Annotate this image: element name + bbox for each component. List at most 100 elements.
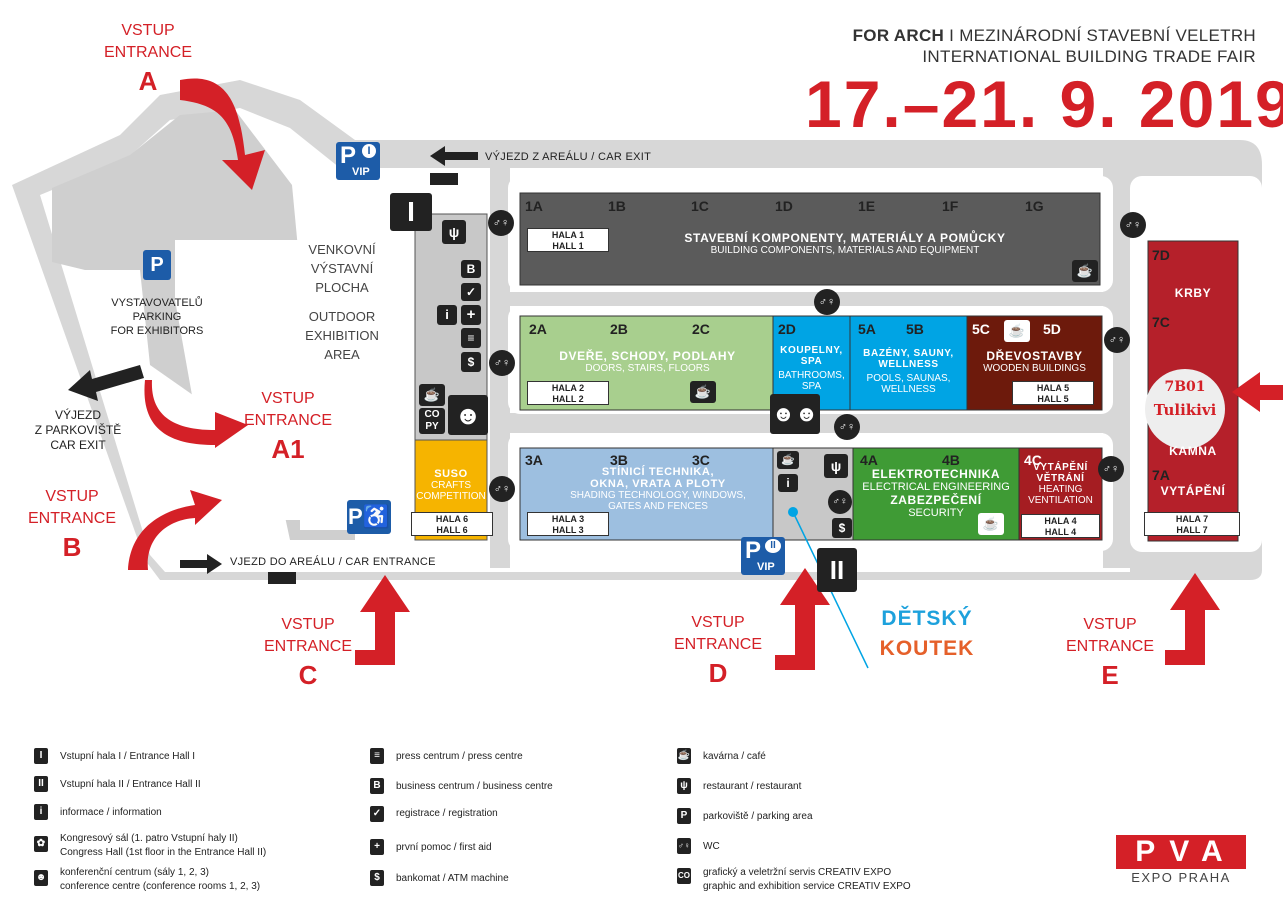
legend-conference-centre: konferenční centrum (sály 1, 2, 3) confe…: [60, 866, 260, 894]
car-exit-arrow: [430, 146, 478, 166]
outdoor-en1: OUTDOOR: [308, 309, 376, 324]
hall-2-box-en: HALL 2: [552, 394, 584, 404]
exhibitor-parking-line2: PARKING: [132, 311, 182, 323]
pva-logo-sub: EXPO PRAHA: [1131, 870, 1231, 885]
hall-5-box-en: HALL 5: [1037, 394, 1069, 404]
hall-7-box-en: HALL 7: [1176, 525, 1208, 535]
disabled-parking-icon: P♿: [347, 500, 391, 534]
hall-1-section-b: 1B: [608, 198, 626, 214]
business-centre-icon: B: [370, 778, 384, 794]
wc-icon: ♂♀: [828, 490, 852, 514]
outdoor-en2: EXHIBITION: [305, 328, 379, 343]
hall-6-box-cz: HALA 6: [435, 514, 469, 524]
hall-4-box-cz: HALA 4: [1044, 516, 1077, 526]
exhibitor-parking-line3: FOR EXHIBITORS: [110, 325, 204, 337]
hall-7-krby: KRBY: [1174, 286, 1212, 300]
hall-3-box-cz: HALA 3: [551, 514, 585, 524]
entrance-e-en: ENTRANCE: [1065, 638, 1154, 655]
entrance-e-cz: VSTUP: [1083, 616, 1137, 633]
stand-7b01-name: Tulikivi: [1153, 401, 1217, 419]
legend-conference-centre-en: conference centre (conference rooms 1, 2…: [60, 881, 261, 892]
legend-copy-service-en: graphic and exhibition service CREATIV E…: [703, 881, 911, 892]
cafe-icon: ☕: [677, 748, 691, 764]
hall-7-box-cz: HALA 7: [1175, 514, 1209, 524]
fair-dates: 17.–21. 9. 2019: [805, 67, 1283, 141]
hall-5ab-block: [849, 315, 968, 411]
hall-4c-sub-2: VENTILATION: [1028, 495, 1093, 506]
hall-5-box-cz: HALA 5: [1036, 383, 1070, 393]
legend-entrance-hall-1: Vstupní hala I / Entrance Hall I: [60, 751, 196, 762]
atm-icon: $: [832, 518, 852, 538]
hall-2d-title: KOUPELNY, SPA BATHROOMS, SPA: [773, 345, 850, 392]
legend-conference-centre-cz: konferenční centrum (sály 1, 2, 3): [60, 867, 209, 878]
entrance-b-label: VSTUP ENTRANCE B: [24, 486, 120, 564]
hall-3-box: HALA 3 HALL 3: [527, 512, 609, 536]
entrance-a-en: ENTRANCE: [103, 44, 192, 61]
hall-5ab-title: BAZÉNY, SAUNY, WELLNESS POOLS, SAUNAS, W…: [850, 348, 967, 395]
hall-7d-label: 7D: [1152, 247, 1170, 263]
hall-6-title: SUSO CRAFTS COMPETITION: [415, 468, 487, 502]
hall-4-box-en: HALL 4: [1044, 527, 1077, 537]
hall-1-box: HALA 1 HALL 1: [527, 228, 609, 252]
hall-2-box-cz: HALA 2: [551, 383, 585, 393]
cafe-icon: ☕: [978, 513, 1004, 535]
restaurant-icon: ψ: [442, 220, 466, 244]
exhibitor-parking-label: VYSTAVOVATELŮ PARKING FOR EXHIBITORS: [102, 296, 212, 338]
hall-4b-label: 4B: [942, 452, 960, 468]
restaurant-icon: ψ: [677, 778, 691, 794]
hall-4c-title-1: VYTÁPĚNÍ: [1033, 462, 1088, 473]
atm-icon: $: [370, 870, 384, 886]
stand-7b01-code: 7B01: [1164, 379, 1206, 395]
hall-3-section-b: 3B: [610, 452, 628, 468]
entrance-b-arrow: [128, 490, 222, 570]
hall-1-box-cz: HALA 1: [551, 230, 585, 240]
wc-icon: ♂♀: [1104, 327, 1130, 353]
entrance-d-label: VSTUP ENTRANCE D: [668, 612, 768, 690]
car-entrance-arrow: [180, 554, 222, 574]
copy-line2: PY: [425, 421, 439, 432]
pva-logo: PVA EXPO PRAHA: [1116, 835, 1246, 895]
hall-3-title: STÍNICÍ TECHNIKA, OKNA, VRATA A PLOTY SH…: [548, 466, 768, 512]
hall-2-section-a: 2A: [529, 321, 547, 337]
car-exit-bar: [430, 173, 458, 185]
entrance-a1-cz: VSTUP: [261, 390, 315, 407]
entrance-d-en: ENTRANCE: [673, 636, 762, 653]
hall-5cd-title-cz: DŘEVOSTAVBY: [986, 349, 1083, 363]
pva-logo-text: PVA: [1116, 835, 1246, 869]
site-map: [12, 78, 1283, 670]
stand-7b01-marker[interactable]: 7B01 Tulikivi: [1145, 369, 1225, 449]
legend-registration: registrace / registration: [396, 808, 498, 819]
press-centre-icon: ≡: [370, 748, 384, 764]
hall-2d-label: 2D: [778, 321, 796, 337]
hall-2-title: DVEŘE, SCHODY, PODLAHY DOORS, STAIRS, FL…: [525, 350, 770, 375]
hall-1-section-d: 1D: [775, 198, 793, 214]
hall-2d-title-2: SPA: [800, 356, 823, 367]
hall-7-box: HALA 7 HALL 7: [1144, 512, 1240, 536]
hall-4-box: HALA 4 HALL 4: [1021, 514, 1100, 538]
hall-1-section-e: 1E: [858, 198, 876, 214]
fair-brand: FOR ARCH: [852, 26, 945, 45]
hall-4ab-title: ELEKTROTECHNIKA ELECTRICAL ENGINEERING Z…: [853, 468, 1019, 520]
info-icon: i: [778, 474, 798, 492]
hall-3-title-2: OKNA, VRATA A PLOTY: [590, 478, 726, 490]
legend: I Vstupní hala I / Entrance Hall I II Vs…: [0, 740, 1283, 908]
legend-entrance-hall-2: Vstupní hala II / Entrance Hall II: [60, 779, 201, 790]
entrance-hall-1-icon: I: [390, 193, 432, 231]
outdoor-cz2: VÝSTAVNÍ: [310, 261, 374, 276]
congress-group-icon: ☻☻: [770, 394, 820, 434]
hall-2d-title-1: KOUPELNY,: [780, 345, 843, 356]
entrance-a1-en: ENTRANCE: [243, 412, 332, 429]
entrance-a-cz: VSTUP: [121, 22, 175, 39]
hall-5cd-title: DŘEVOSTAVBY WOODEN BUILDINGS: [967, 349, 1102, 375]
wc-icon: ♂♀: [814, 289, 840, 315]
hall-1-title: STAVEBNÍ KOMPONENTY, MATERIÁLY A POMŮCKY…: [620, 232, 1070, 257]
entrance-b-en: ENTRANCE: [27, 510, 116, 527]
legend-congress-hall-en: Congress Hall (1st floor in the Entrance…: [60, 847, 267, 858]
business-centre-icon: B: [461, 260, 481, 278]
entrance-d-letter: D: [708, 658, 728, 688]
info-icon: i: [34, 804, 48, 820]
kids-corner-label: DĚTSKÝ KOUTEK: [872, 604, 982, 664]
hall-5cd-title-en: WOODEN BUILDINGS: [983, 363, 1086, 374]
vip-1-glyph: I: [362, 144, 376, 158]
entrance-e-arrow: [1165, 573, 1220, 665]
